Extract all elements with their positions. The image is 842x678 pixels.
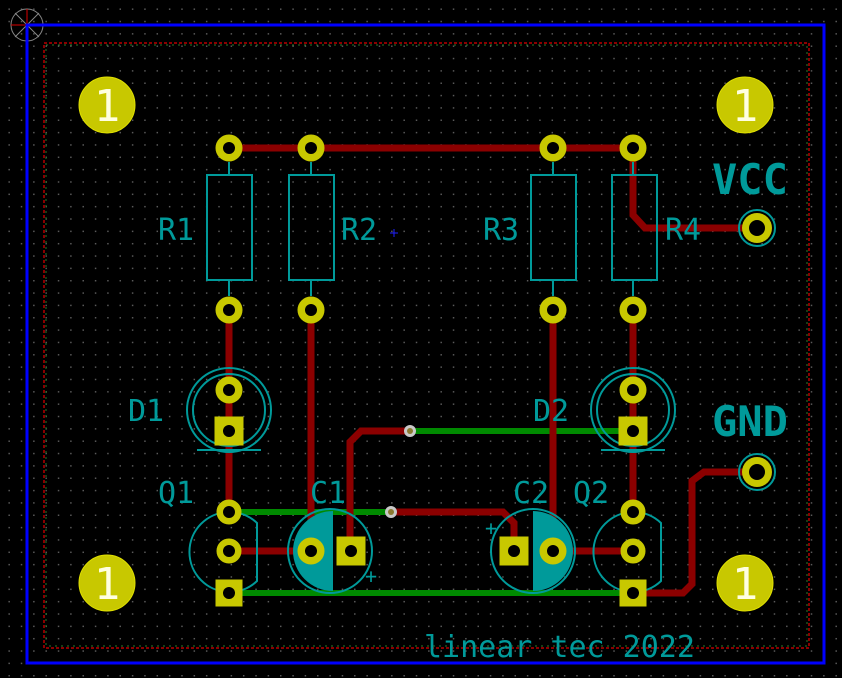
mounting-hole bbox=[78, 76, 136, 134]
pads bbox=[214, 134, 776, 607]
gnd-label: GND bbox=[712, 397, 788, 446]
c1-polarity-mark: + bbox=[365, 564, 377, 588]
ref-c1: C1 bbox=[310, 476, 346, 511]
resistor-outlines bbox=[206, 162, 658, 296]
front-copper-traces bbox=[225, 144, 757, 597]
mounting-hole-label: 1 bbox=[94, 81, 121, 132]
mounting-hole bbox=[716, 554, 774, 612]
board-text: linear tec 2022 bbox=[424, 630, 695, 665]
ref-c2: C2 bbox=[513, 476, 549, 511]
mounting-holes: 1 1 1 1 bbox=[78, 76, 774, 612]
mounting-hole bbox=[716, 76, 774, 134]
ref-r3: R3 bbox=[483, 213, 519, 248]
ref-r1: R1 bbox=[158, 213, 194, 248]
mounting-hole-label: 1 bbox=[94, 559, 121, 610]
ref-r4: R4 bbox=[665, 213, 701, 248]
mounting-hole bbox=[78, 554, 136, 612]
board-edge bbox=[25, 23, 826, 665]
ref-r2: R2 bbox=[341, 213, 377, 248]
ref-q2: Q2 bbox=[573, 476, 609, 511]
c2-polarity-mark: + bbox=[485, 516, 497, 540]
vias bbox=[385, 425, 416, 518]
mounting-hole-label: 1 bbox=[732, 559, 759, 610]
ref-d1: D1 bbox=[128, 394, 164, 429]
vcc-label: VCC bbox=[712, 155, 788, 204]
ref-d2: D2 bbox=[533, 394, 569, 429]
mounting-hole-label: 1 bbox=[732, 81, 759, 132]
ref-q1: Q1 bbox=[158, 476, 194, 511]
led-outlines bbox=[186, 367, 676, 453]
keepout-zone bbox=[43, 42, 810, 649]
crosshair-marker bbox=[390, 229, 398, 237]
capacitor-outlines bbox=[287, 508, 576, 594]
